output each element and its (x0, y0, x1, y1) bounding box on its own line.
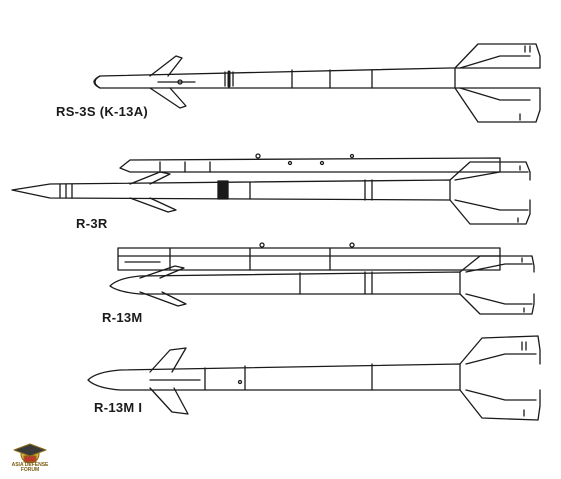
missile-rs3s (93, 43, 541, 123)
watermark-text: ASIA DEFENSE FORUM (11, 462, 49, 473)
missile-r13m (109, 242, 535, 315)
missile-label-rs3s: RS-3S (K-13A) (56, 104, 149, 119)
missile-label-r3r: R-3R (76, 216, 108, 231)
missile-r13m1 (87, 335, 541, 421)
missile-r3r (11, 153, 531, 225)
missile-label-r13m: R-13M (102, 310, 143, 325)
watermark-logo (13, 443, 47, 464)
missile-label-r13m1: R-13M I (94, 400, 143, 415)
